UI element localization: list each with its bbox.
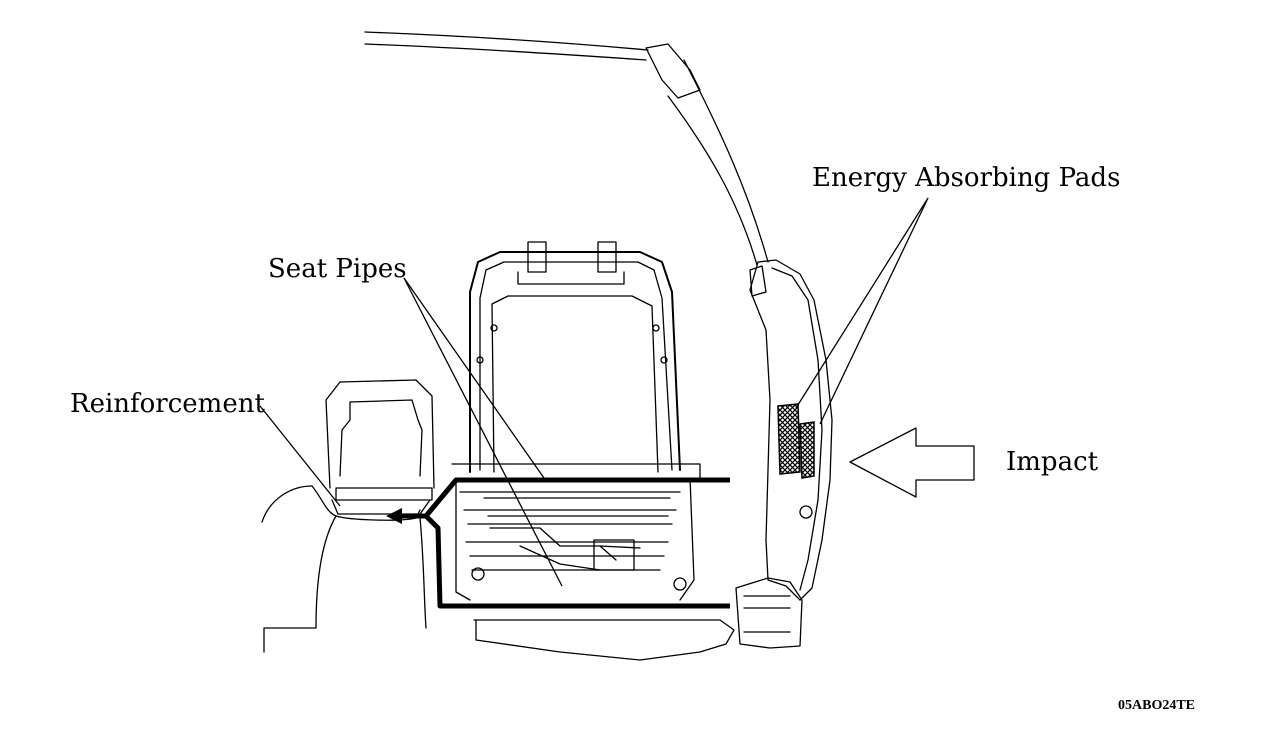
- figure-code: 05ABO24TE: [1118, 698, 1195, 713]
- leader-lines: [259, 197, 929, 587]
- pad-upper: [777, 403, 801, 475]
- label-seat-pipes: Seat Pipes: [268, 254, 407, 284]
- roof-pillar: [364, 31, 769, 266]
- door-trim-panel: [735, 259, 833, 649]
- seat-pipes-load-path: [386, 477, 730, 609]
- seat-back-frame: [469, 241, 681, 473]
- seat-cushion-frame: [451, 463, 735, 661]
- label-impact: Impact: [1006, 447, 1099, 477]
- pad-lower: [799, 421, 815, 479]
- center-console: [261, 379, 435, 653]
- impact-arrow: [849, 427, 975, 498]
- label-energy-absorbing-pads: Energy Absorbing Pads: [812, 163, 1120, 193]
- label-reinforcement: Reinforcement: [70, 389, 265, 419]
- load-arrowhead: [386, 508, 402, 524]
- energy-absorbing-pads: [777, 403, 815, 479]
